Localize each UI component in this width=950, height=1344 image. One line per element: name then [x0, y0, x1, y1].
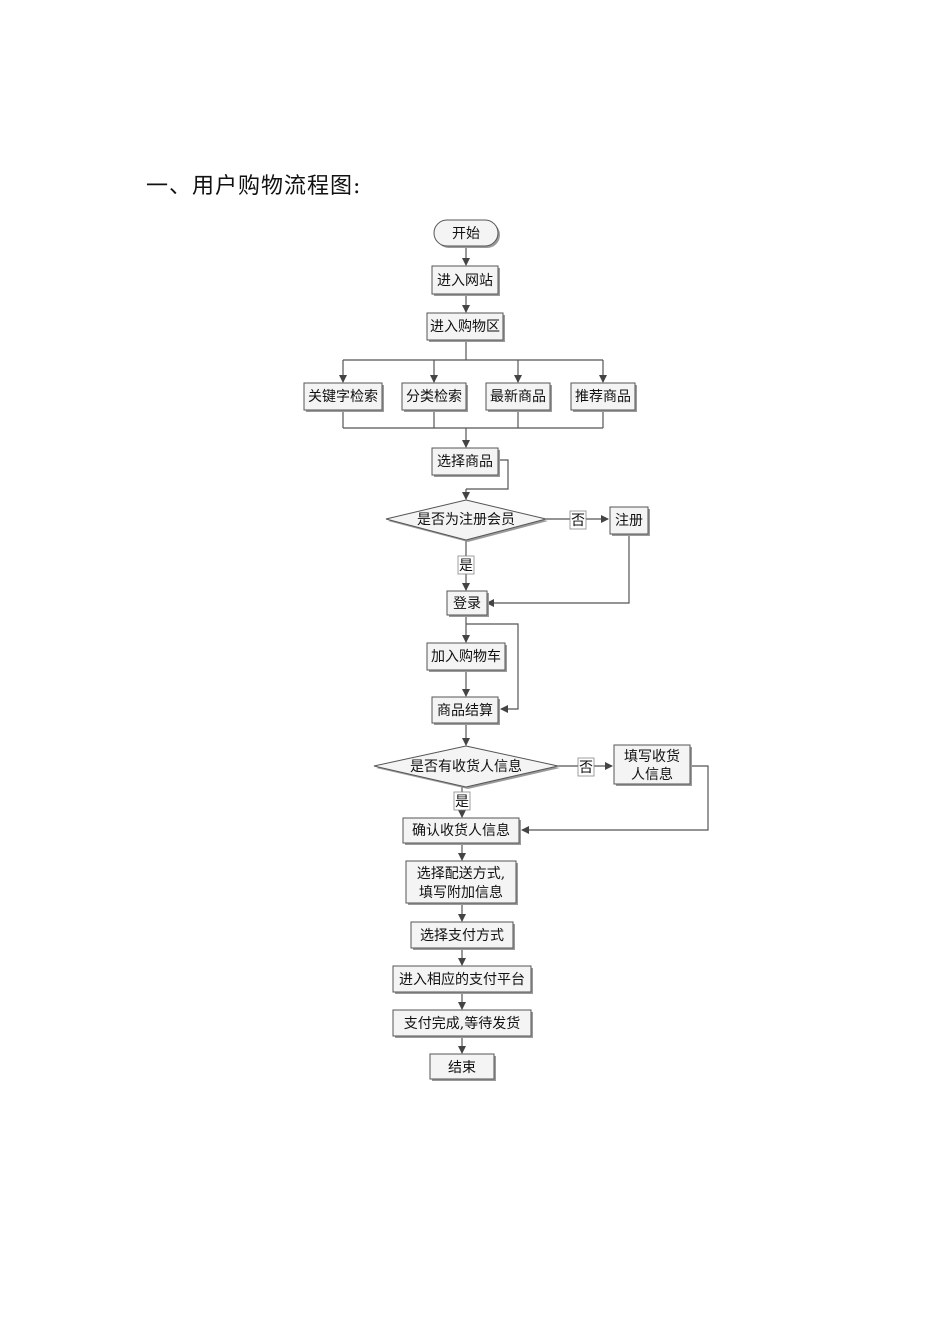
tag-no-2-label: 否 — [579, 760, 593, 776]
node-login: 登录 — [446, 590, 489, 617]
node-checkout: 商品结算 — [431, 696, 500, 725]
tag-yes-2: 是 — [453, 791, 471, 811]
node-platform-label: 进入相应的支付平台 — [399, 971, 525, 988]
node-keyword-search-label: 关键字检索 — [308, 388, 378, 405]
node-newest-label: 最新商品 — [490, 389, 546, 405]
node-paid-label: 支付完成,等待发货 — [404, 1015, 520, 1032]
tag-no-1: 否 — [569, 510, 587, 530]
node-category-search: 分类检索 — [401, 382, 468, 412]
node-delivery-label-1: 选择配送方式, — [417, 866, 505, 882]
node-add-cart-label: 加入购物车 — [431, 648, 501, 665]
tag-yes-1-label: 是 — [459, 558, 473, 574]
node-payment: 选择支付方式 — [410, 921, 515, 950]
node-select-goods-label: 选择商品 — [437, 454, 493, 470]
connectors — [339, 246, 709, 1054]
node-login-label: 登录 — [453, 596, 481, 612]
node-enter-shop-label: 进入购物区 — [430, 319, 500, 335]
tag-yes-2-label: 是 — [455, 794, 469, 810]
tag-yes-1: 是 — [457, 555, 475, 575]
tag-no-1-label: 否 — [571, 513, 585, 529]
node-newest: 最新商品 — [485, 382, 552, 412]
node-end: 结束 — [429, 1053, 496, 1081]
decision-is-member-label: 是否为注册会员 — [417, 512, 515, 528]
node-add-cart: 加入购物车 — [426, 642, 507, 672]
decision-is-member: 是否为注册会员 — [385, 499, 548, 542]
node-register-label: 注册 — [615, 513, 643, 529]
node-fill-receiver: 填写收货 人信息 — [613, 744, 692, 786]
decision-has-receiver: 是否有收货人信息 — [373, 745, 560, 789]
node-fill-receiver-label-1: 填写收货 — [624, 748, 680, 765]
node-paid: 支付完成,等待发货 — [392, 1009, 533, 1038]
node-start: 开始 — [433, 219, 500, 248]
node-recommended-label: 推荐商品 — [575, 389, 631, 405]
node-select-goods: 选择商品 — [431, 447, 500, 477]
node-delivery-label-2: 填写附加信息 — [419, 884, 503, 901]
node-start-label: 开始 — [452, 226, 480, 242]
node-recommended: 推荐商品 — [570, 382, 637, 412]
node-fill-receiver-label-2: 人信息 — [631, 766, 673, 783]
node-category-search-label: 分类检索 — [406, 388, 462, 405]
node-enter-shop: 进入购物区 — [426, 312, 505, 342]
decision-has-receiver-label: 是否有收货人信息 — [410, 758, 522, 775]
node-delivery: 选择配送方式, 填写附加信息 — [405, 860, 518, 905]
node-enter-site: 进入网站 — [431, 265, 500, 296]
tag-no-2: 否 — [577, 757, 595, 777]
node-register: 注册 — [609, 506, 650, 536]
node-confirm-receiver: 确认收货人信息 — [402, 817, 521, 845]
node-confirm-receiver-label: 确认收货人信息 — [412, 822, 510, 839]
node-platform: 进入相应的支付平台 — [392, 965, 533, 994]
node-payment-label: 选择支付方式 — [420, 928, 504, 944]
page-title: 一、用户购物流程图: — [146, 174, 362, 199]
node-end-label: 结束 — [448, 1060, 476, 1076]
node-checkout-label: 商品结算 — [437, 703, 493, 719]
node-enter-site-label: 进入网站 — [437, 273, 493, 289]
node-keyword-search: 关键字检索 — [303, 382, 384, 412]
